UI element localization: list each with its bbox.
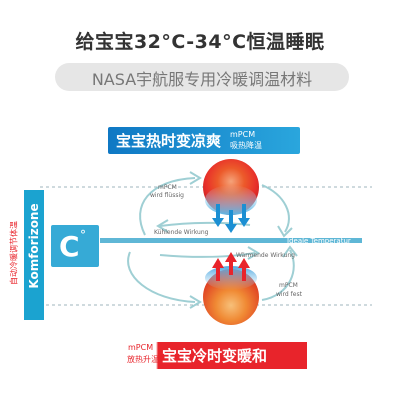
brand-name: Komforizone bbox=[27, 203, 41, 289]
hot-banner bbox=[108, 127, 300, 154]
cold-banner-sub2: 放热升温 bbox=[127, 355, 159, 364]
flow-arrow-bottom-left bbox=[127, 251, 196, 303]
flow-arrow-top-left bbox=[139, 177, 196, 236]
flow-arrowhead-bottom-left bbox=[189, 295, 202, 309]
label-mpcm-top-left: mPCM bbox=[158, 184, 177, 191]
label-wird-fluessig: wird flüssig bbox=[150, 192, 184, 199]
flow-arrowhead-top-left bbox=[189, 171, 202, 185]
cooling-down-arrows bbox=[212, 204, 250, 233]
label-wird-fest: wird fest bbox=[276, 291, 302, 298]
hot-banner-sub1: mPCM bbox=[230, 130, 256, 139]
ideal-temperature-line bbox=[100, 238, 362, 243]
celsius-symbol: C bbox=[59, 230, 80, 263]
label-cooling: Kühlende Wirkung bbox=[154, 229, 209, 236]
cold-banner-title: 宝宝冷时变暖和 bbox=[162, 347, 268, 365]
flow-arrowhead-bottom-right bbox=[282, 245, 298, 258]
label-warming: Wärmende Wirkung bbox=[236, 252, 295, 259]
hot-banner-title: 宝宝热时变凉爽 bbox=[116, 132, 222, 150]
flow-arrow-warming bbox=[159, 252, 256, 259]
subtitle-pill bbox=[55, 63, 349, 91]
hot-banner-sub2: 吸热降温 bbox=[230, 141, 262, 150]
cold-banner-sub1: mPCM bbox=[128, 343, 154, 352]
flow-arrowhead-warming bbox=[247, 246, 260, 260]
brand-strip bbox=[24, 190, 44, 320]
flow-arrow-top-right bbox=[261, 184, 290, 233]
cold-banner bbox=[103, 342, 307, 369]
flow-arrow-bottom-right bbox=[261, 249, 295, 301]
celsius-badge bbox=[51, 225, 99, 267]
warming-up-arrows bbox=[212, 252, 250, 281]
flow-arrowhead-cooling bbox=[156, 219, 169, 233]
flow-arrowhead-top-right bbox=[277, 225, 293, 238]
label-mpcm-bottom-right: mPCM bbox=[279, 282, 298, 289]
page-subtitle: NASA宇航服专用冷暖调温材料 bbox=[91, 70, 313, 89]
degree-symbol: ° bbox=[80, 228, 86, 242]
vertical-caption: 自动冷暖调节体温 bbox=[9, 221, 19, 285]
label-ideal-temperature: Ideale Temperatur bbox=[287, 237, 351, 245]
hot-ball bbox=[203, 159, 259, 215]
page-title: 给宝宝32°C-34°C恒温睡眠 bbox=[75, 31, 325, 53]
